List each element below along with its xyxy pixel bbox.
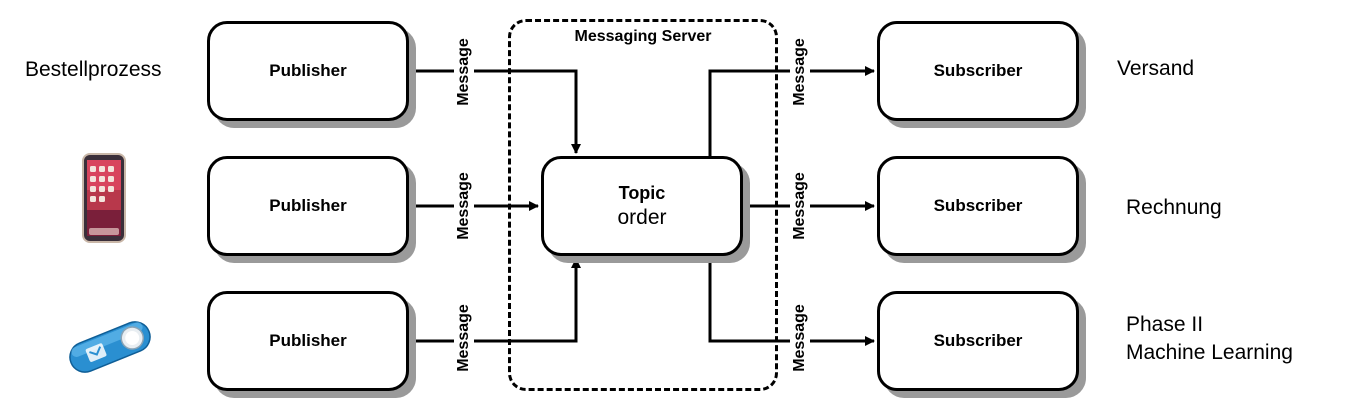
subscriber-label: Subscriber	[933, 331, 1023, 350]
message-label: Message	[790, 27, 810, 117]
subscriber-box-2: Subscriber	[877, 156, 1079, 256]
publisher-label: Publisher	[269, 61, 347, 80]
topic-box: Topic order	[541, 156, 743, 256]
right-label-machine-learning: Machine Learning	[1126, 341, 1293, 364]
message-label: Message	[790, 161, 810, 251]
smartphone-icon	[82, 153, 126, 243]
subscriber-label: Subscriber	[933, 196, 1023, 215]
publisher-label: Publisher	[269, 196, 347, 215]
right-label-versand: Versand	[1117, 57, 1195, 80]
message-label: Message	[790, 293, 810, 383]
topic-title: Topic	[618, 182, 666, 203]
subscriber-box-1: Subscriber	[877, 21, 1079, 121]
publisher-box-1: Publisher	[207, 21, 409, 121]
messaging-server-frame	[508, 19, 778, 391]
right-label-rechnung: Rechnung	[1126, 196, 1222, 219]
publisher-label: Publisher	[269, 331, 347, 350]
message-label: Message	[454, 161, 474, 251]
connector-subscriber-1	[708, 66, 875, 156]
topic-name: order	[617, 205, 667, 229]
connector-subscriber-3	[708, 256, 875, 346]
publisher-box-2: Publisher	[207, 156, 409, 256]
left-label-bestellprozess: Bestellprozess	[25, 58, 162, 81]
publisher-box-3: Publisher	[207, 291, 409, 391]
messaging-server-title: Messaging Server	[574, 28, 712, 45]
subscriber-box-3: Subscriber	[877, 291, 1079, 391]
subscriber-label: Subscriber	[933, 61, 1023, 80]
dash-button-icon	[69, 321, 151, 373]
message-label: Message	[454, 27, 474, 117]
right-label-phase: Phase II	[1126, 313, 1204, 336]
message-label: Message	[454, 293, 474, 383]
